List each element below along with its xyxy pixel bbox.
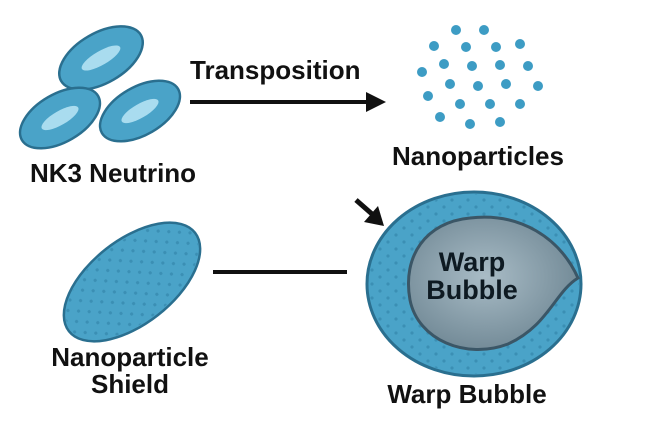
warp-bubble-inner	[407, 215, 580, 351]
neutrino-cell	[98, 79, 182, 143]
nanoparticles-cluster	[417, 25, 543, 129]
warp-bubble-inner-label: Warp Bubble	[392, 248, 552, 305]
shield-label-line1: Nanoparticle	[51, 342, 209, 372]
inner-label-line1: Warp	[438, 247, 506, 277]
nk3-neutrino-cells	[18, 25, 182, 150]
arrow-down-right-icon	[354, 198, 384, 226]
nanoparticle-shield	[62, 221, 202, 343]
warp-bubble-label: Warp Bubble	[387, 379, 547, 409]
transposition-label: Transposition	[190, 55, 361, 85]
neutrino-cell	[18, 86, 102, 150]
inner-label-line2: Bubble	[426, 275, 518, 306]
neutrino-cell	[57, 25, 145, 91]
nanoparticle-shield-label: Nanoparticle Shield	[30, 342, 230, 400]
arrow-right-icon	[190, 92, 386, 112]
nk3-neutrino-label: NK3 Neutrino	[29, 158, 197, 188]
nanoparticles-label: Nanoparticles	[392, 141, 564, 171]
shield-label-line2: Shield	[90, 369, 169, 400]
